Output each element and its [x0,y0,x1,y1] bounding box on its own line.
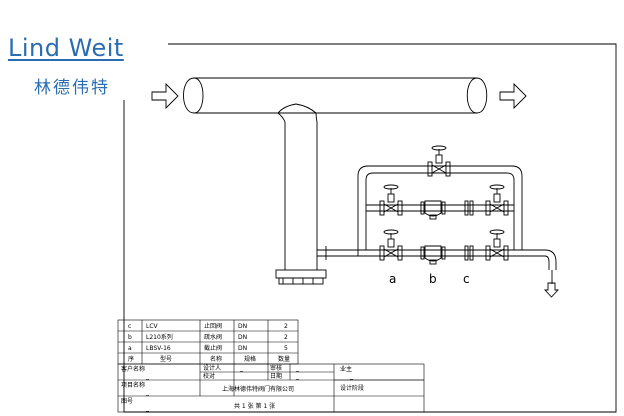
bom-model: LBSV-16 [146,345,171,352]
bom-qty: 5 [284,345,288,352]
diagram-no-value: _ [145,405,150,412]
bom-header-cell: 名称 [210,355,222,363]
project-value: _ [145,389,150,396]
bom-name: 止回阀 [204,322,222,330]
bom-qty: 2 [284,334,288,341]
customer-value: _ [145,373,150,380]
check-valve-icon [464,245,474,261]
customer-label: 客户名称 [121,365,145,373]
steam-header-pipe [183,77,488,114]
project-label: 项目名称 [121,381,145,389]
bom-mark: a [128,345,132,352]
bypass-globe-valve-icon [427,145,451,177]
customer-code-value: _ [349,373,354,380]
steam-trap-icon [420,200,446,220]
bom-header-cell: 序 [128,355,134,363]
designer-value: _ [239,365,244,372]
bom-name: 截止阀 [204,344,222,352]
bom-spec: DN [238,323,247,330]
brand-name-en: Lind Weit [8,34,124,62]
date-value: _ [295,373,300,380]
bom-text: c LCV 止回阀 DN 2 b L210系列 疏水阀 DN 2 a LBSV-… [128,322,290,363]
checker-label: 校对 [203,372,215,380]
bom-spec: DN [238,334,247,341]
bom-header-cell: 数量 [278,355,290,363]
valve-group [379,145,509,265]
flow-out-arrow-icon [499,82,527,110]
customer-code-label: 业主 [340,365,352,373]
bom-qty: 2 [284,323,288,330]
bom-name: 疏水阀 [204,333,222,341]
bom-table [117,319,299,365]
globe-valve-icon [379,184,403,216]
reviewer-label: 审核 [270,364,282,372]
bom-model: L210系列 [146,333,173,341]
bom-spec: DN [238,345,247,352]
steam-trap-icon [420,245,446,265]
branch-label-b: b [429,272,437,286]
bom-header-cell: 规格 [244,355,256,363]
branch-label-c: c [463,272,470,286]
bom-header-cell: 型号 [160,355,172,363]
reviewer-value: _ [295,365,300,372]
diagram-no-label: 图号 [121,398,133,405]
bom-model: LCV [146,323,159,330]
check-valve-icon [464,200,474,216]
title-block-text: 客户名称 _ 设计人 _ 审核 _ 校对 日期 _ 业主 _ 项目名称 _ 上海… [121,364,364,412]
brand-name-cn: 林德伟特 [34,78,110,98]
design-phase-label: 设计阶段 [340,384,364,392]
bom-mark: c [128,323,131,330]
globe-valve-icon [485,184,509,216]
title-block [117,363,425,413]
drawing-frame [123,43,617,413]
outlet-arrow-icon [543,282,560,298]
branch-label-a: a [389,272,396,286]
globe-valve-icon [485,229,509,261]
drip-leg-pipe [275,103,327,285]
sheet-count: 共 1 张 第 1 张 [234,402,275,410]
bypass-loop [357,165,523,256]
date-label: 日期 [270,372,282,380]
designer-label: 设计人 [203,364,221,372]
company-name: 上海林德伟特阀门有限公司 [222,385,294,393]
globe-valve-icon [379,229,403,261]
flow-in-arrow-icon [151,82,179,110]
bom-mark: b [128,334,132,341]
